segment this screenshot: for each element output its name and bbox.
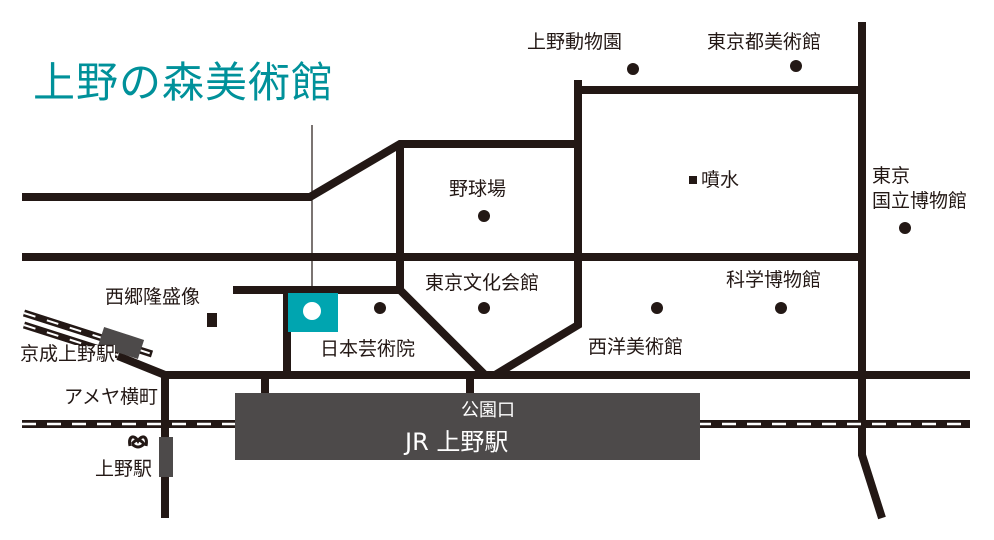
park-exit-label: 公園口 xyxy=(461,400,515,421)
metro-station-block xyxy=(159,437,173,477)
label-keisei-ueno: 京成上野駅 xyxy=(20,343,116,365)
fountain-marker xyxy=(689,176,697,184)
label-saigo: 西郷隆盛像 xyxy=(105,286,201,308)
jr-ueno-station-label: JR 上野駅 xyxy=(405,428,509,456)
western-art-dot xyxy=(651,302,663,314)
science-museum-dot xyxy=(775,302,787,314)
tobikan-dot xyxy=(790,60,802,72)
label-tobikan: 東京都美術館 xyxy=(707,31,822,53)
label-ameyoko: アメヤ横町 xyxy=(64,386,159,408)
label-science-museum: 科学博物館 xyxy=(726,269,822,291)
label-western-art: 西洋美術館 xyxy=(588,336,684,358)
road-east-center xyxy=(492,80,582,379)
road-east xyxy=(858,22,886,520)
road-north-west xyxy=(22,140,578,201)
label-stadium: 野球場 xyxy=(449,178,507,200)
label-zoo: 上野動物園 xyxy=(527,31,623,53)
page-title: 上野の森美術館 xyxy=(33,58,335,107)
stadium-dot xyxy=(478,210,490,222)
jr-ueno-station-block xyxy=(235,393,700,460)
national-museum-dot xyxy=(899,222,911,234)
label-national-museum-1: 東京 xyxy=(872,165,911,187)
zoo-dot xyxy=(627,63,639,75)
bunka-kaikan-dot xyxy=(478,302,490,314)
label-geijutsuin: 日本芸術院 xyxy=(320,338,416,360)
tokyo-metro-logo-icon xyxy=(128,435,148,449)
label-metro-ueno: 上野駅 xyxy=(95,458,153,480)
label-national-museum-2: 国立博物館 xyxy=(872,190,968,212)
label-fountain: 噴水 xyxy=(701,169,740,191)
label-bunka-kaikan: 東京文化会館 xyxy=(425,272,540,294)
ueno-royal-museum-dot xyxy=(303,302,321,320)
saigo-statue-marker xyxy=(207,313,217,327)
geijutsuin-dot xyxy=(374,302,386,314)
